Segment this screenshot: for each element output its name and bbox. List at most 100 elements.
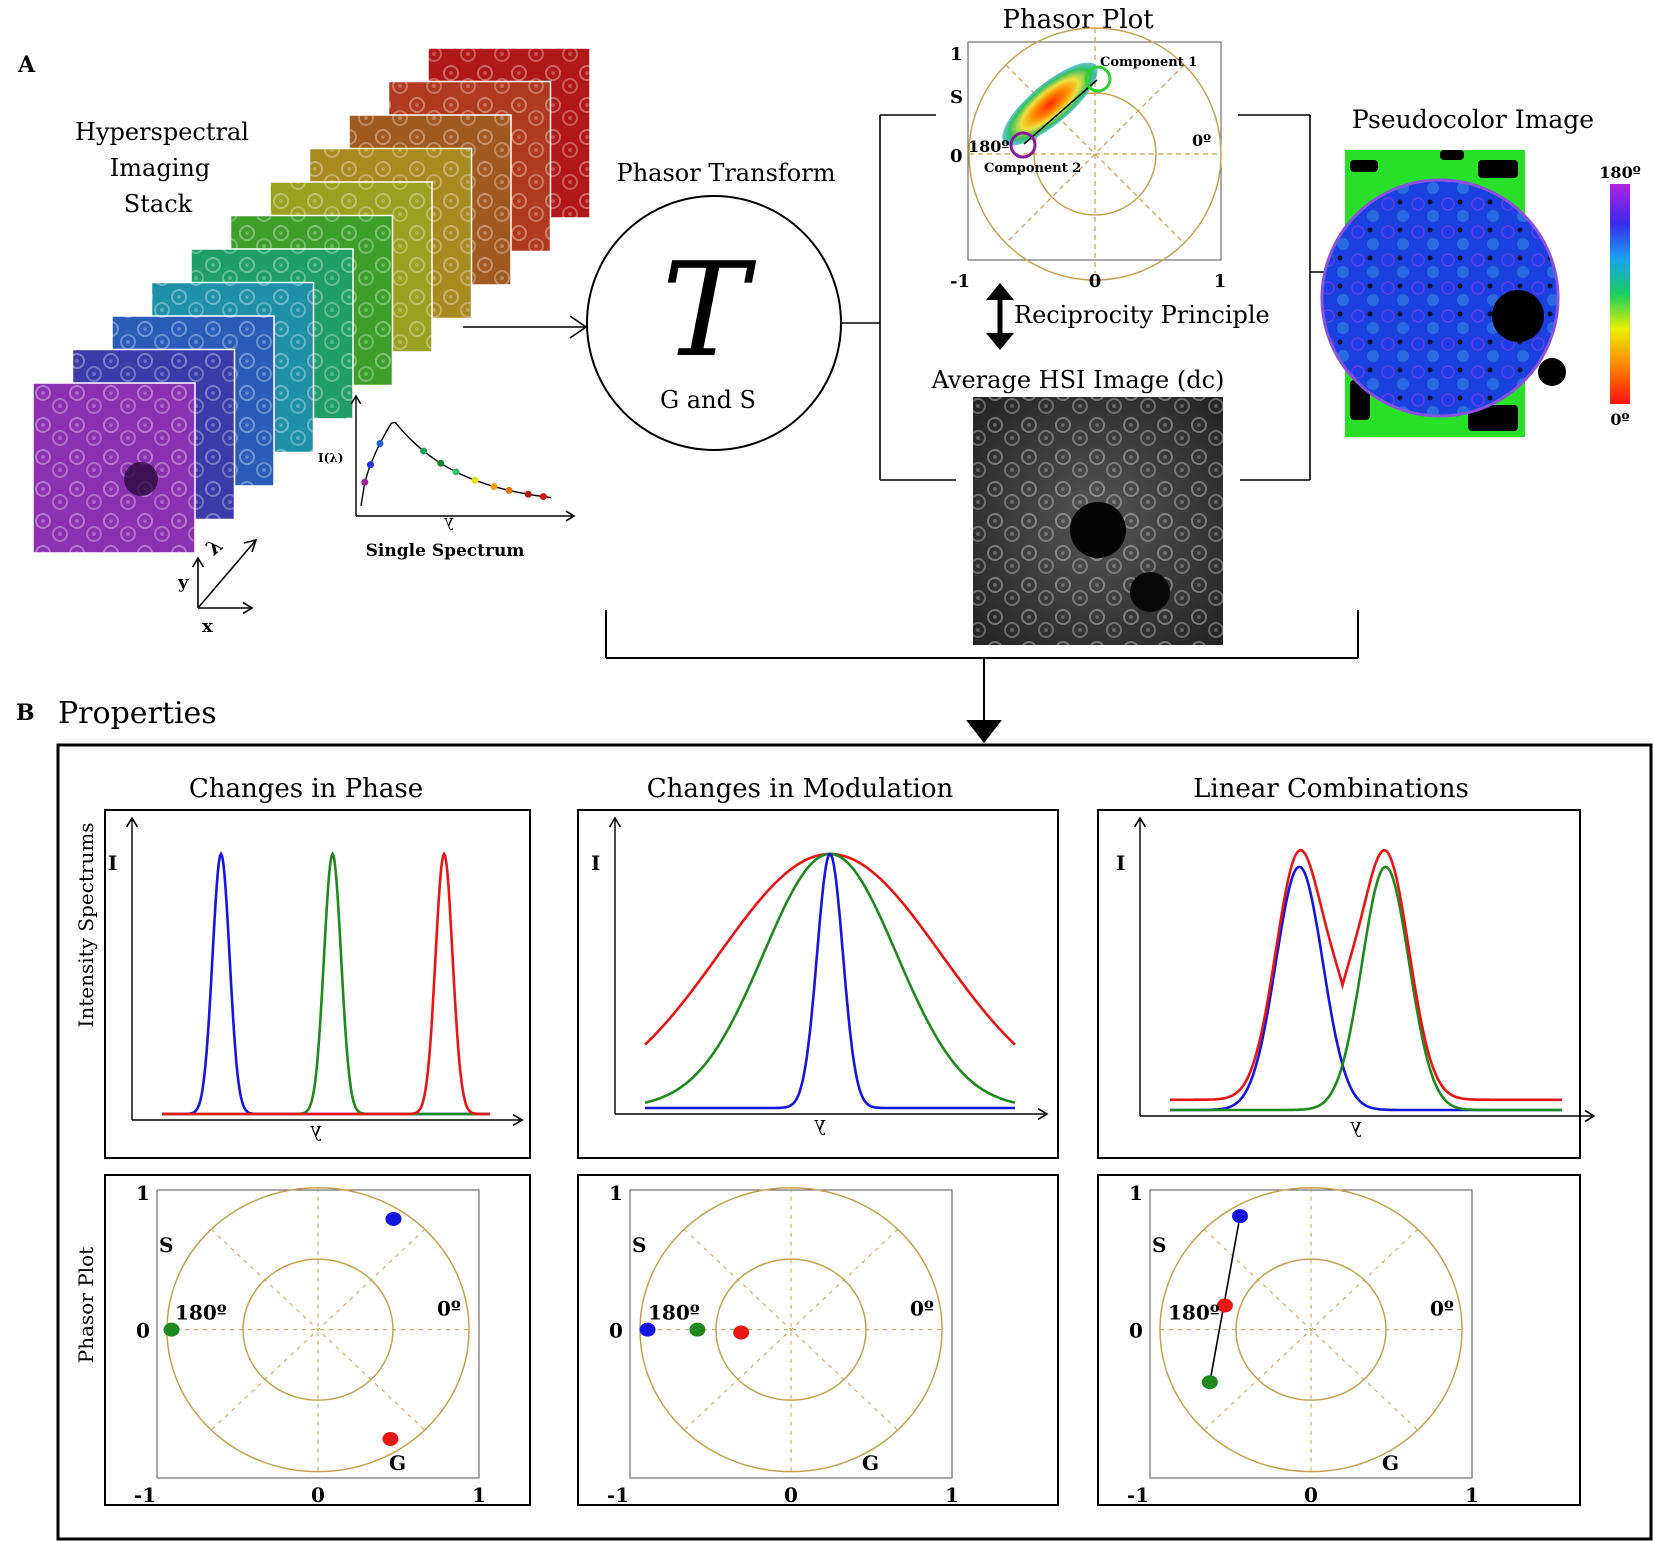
spectrum-dot	[437, 459, 445, 467]
panel-b-frame	[56, 743, 1653, 1541]
phasor-point	[733, 1325, 750, 1340]
axis-label-x: x	[202, 616, 213, 637]
phasor-point	[1201, 1375, 1218, 1390]
spectrum-box	[577, 809, 1059, 1159]
phasor-g-label: G	[862, 1451, 879, 1475]
phasor-180-label: 180º	[1168, 1301, 1220, 1325]
pseudocolor-dark-patch	[1478, 160, 1518, 178]
axis-lambda-head	[243, 538, 258, 553]
panel-a-letter: A	[17, 52, 36, 78]
spectrum-curve	[1170, 848, 1562, 1102]
phasor-s-label: S	[1152, 1233, 1166, 1257]
transform-caption: G and S	[660, 386, 756, 414]
spectrum-axis-x-label: λ	[813, 1115, 826, 1139]
phasor-180-label: 180º	[175, 1301, 227, 1325]
phasor-tick-s0: 0	[136, 1319, 150, 1343]
column-title-3: Linear Combinations	[1193, 774, 1469, 804]
pseudocolor-disc-rim	[1320, 178, 1560, 418]
phasor-tick-g1: 1	[1465, 1483, 1479, 1507]
average-image-dark-cell-2	[1130, 572, 1170, 612]
pseudocolor-title: Pseudocolor Image	[1352, 105, 1594, 134]
reciprocity-head-down	[986, 333, 1014, 350]
axis-label-lambda: λ	[201, 533, 227, 560]
phasor-tick-s0: 0	[950, 146, 963, 167]
phasor-180-label: 180º	[968, 137, 1009, 156]
average-image-title: Average HSI Image (dc)	[931, 366, 1225, 394]
phasor-s-label: S	[950, 87, 963, 108]
reciprocity-label: Reciprocity Principle	[1014, 301, 1270, 329]
pseudocolor-scale-bar	[1610, 184, 1630, 404]
spectrum-x-head	[565, 510, 576, 522]
spectrum-curve	[645, 852, 1015, 1110]
axis-y-head	[191, 556, 205, 568]
spectrum-axis-x-head	[512, 1113, 524, 1127]
stack-slice-cells	[33, 383, 195, 553]
phasor-180-label: 180º	[648, 1301, 700, 1325]
stack-title-line1: Hyperspectral	[75, 118, 249, 146]
pseudocolor-scale-bottom: 0º	[1610, 410, 1629, 429]
phasor-point	[382, 1431, 399, 1446]
column-title-2: Changes in Modulation	[647, 774, 954, 804]
phasor-s-label: S	[632, 1233, 646, 1257]
spectrum-xlabel: λ	[444, 514, 454, 533]
axis-lambda-line	[197, 539, 257, 609]
spectrum-curve	[360, 421, 552, 507]
phasor-box	[577, 1174, 1059, 1506]
panel-b-title: Properties	[58, 696, 217, 731]
spectrum-axis-y-label: I	[591, 851, 600, 875]
phasor-tick-g0: 0	[784, 1483, 798, 1507]
spectrum-dot	[539, 493, 547, 501]
pseudocolor-dark-cell-2	[1538, 358, 1566, 386]
arrow-to-transform-head	[569, 315, 588, 339]
phasor-tick-s1: 1	[609, 1181, 623, 1205]
row-label-spectra: Intensity Spectrums	[74, 822, 98, 1027]
transform-title: Phasor Transform	[617, 159, 836, 187]
phasor-point	[639, 1322, 656, 1337]
pseudocolor-dark-patch	[1468, 405, 1518, 431]
spectrum-dot	[420, 447, 428, 455]
row-label-phasor: Phasor Plot	[74, 1247, 98, 1363]
spectrum-axis-y-label: I	[1116, 851, 1125, 875]
stack-slice-edge	[32, 382, 196, 554]
phasor-point	[163, 1322, 180, 1337]
spectrum-axis-y-head	[1133, 816, 1147, 828]
phasor-tick-g1: 1	[945, 1483, 959, 1507]
phasor-s-label: S	[159, 1233, 173, 1257]
component2-marker	[1009, 131, 1037, 159]
phasor-component-line	[1023, 79, 1098, 145]
phasor-tick-g0: 0	[1089, 271, 1102, 292]
spectrum-axis-y-label: I	[108, 851, 117, 875]
column-title-1: Changes in Phase	[189, 774, 423, 804]
phasor-tick-gm1: -1	[1127, 1483, 1149, 1507]
phasor-spoke	[1203, 1228, 1419, 1431]
phasor-point	[1216, 1298, 1233, 1313]
spectrum-dot	[367, 461, 374, 469]
pseudocolor-disc-cells	[1322, 180, 1558, 416]
phasor-0-label: 0º	[437, 1297, 461, 1321]
figure-layer: AHyperspectralImagingStackyxλI(λ)λSingle…	[16, 5, 1653, 1541]
stack-title-line2: Imaging	[110, 154, 210, 182]
spectrum-curve	[162, 851, 490, 1116]
stack-dark-cell	[124, 462, 158, 496]
component1-label: Component 1	[1100, 55, 1197, 70]
phasor-g-label: G	[1382, 1451, 1399, 1475]
spectrum-caption: Single Spectrum	[366, 541, 525, 561]
phasor-point	[1232, 1209, 1249, 1224]
phasor-point	[385, 1211, 402, 1226]
phasor-tick-gm1: -1	[134, 1483, 156, 1507]
spectrum-dot	[524, 490, 532, 498]
reciprocity-head-up	[986, 283, 1014, 300]
spectrum-axis-x-label: λ	[1349, 1117, 1362, 1141]
stack-title-line3: Stack	[124, 190, 193, 218]
phasor-tick-s1: 1	[136, 1181, 150, 1205]
spectrum-dot	[361, 478, 369, 486]
phasor-0-label: 0º	[1192, 131, 1211, 150]
spectrum-dot	[471, 476, 479, 484]
component2-label: Component 2	[984, 161, 1081, 176]
spectrum-box	[104, 809, 531, 1159]
phasor-tick-s0: 0	[1129, 1319, 1143, 1343]
axis-label-y: y	[177, 572, 189, 593]
spectrum-axis-y-head	[125, 816, 139, 828]
